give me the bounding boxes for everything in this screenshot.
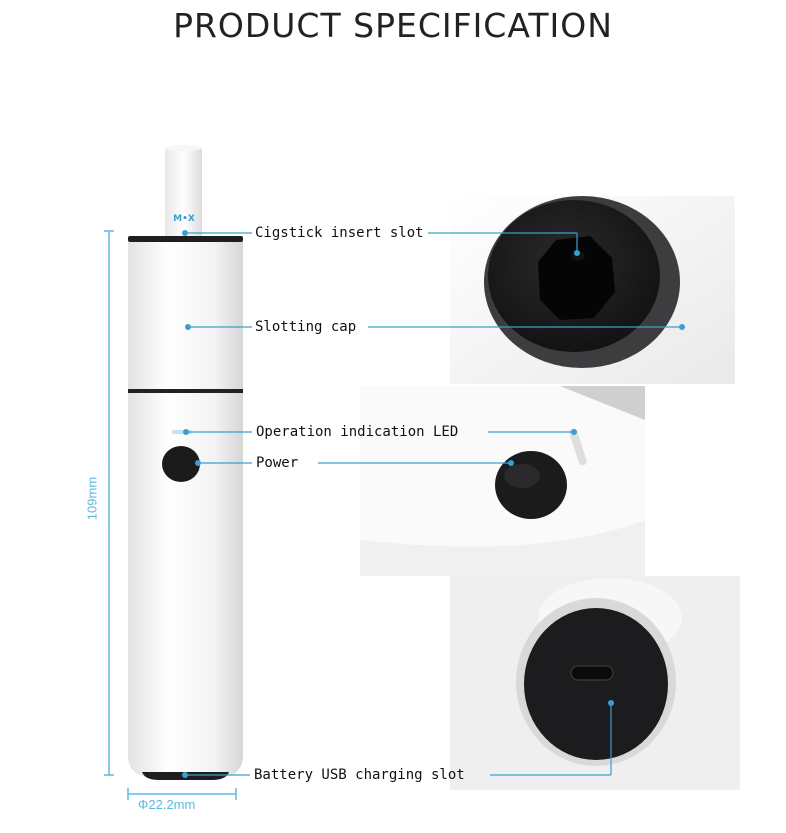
callout-line-insert-slot <box>182 230 580 256</box>
slotting-cap-body <box>128 236 243 390</box>
callout-line-slotting-cap <box>185 324 685 330</box>
page-title: PRODUCT SPECIFICATION <box>173 6 613 45</box>
callout-line-power <box>195 460 514 466</box>
cap-seam <box>128 389 243 393</box>
callout-line-led <box>183 429 577 435</box>
battery-body <box>128 393 243 778</box>
diameter-dimension <box>127 788 237 800</box>
height-dimension <box>104 230 114 776</box>
label-slotting-cap: Slotting cap <box>255 319 357 335</box>
power-detail-panel <box>360 386 645 576</box>
brand-logo: M•X <box>173 214 195 224</box>
label-led: Operation indication LED <box>256 424 459 440</box>
cap-detail-panel <box>450 196 735 384</box>
usb-detail-panel <box>450 576 740 790</box>
diameter-label: Φ22.2mm <box>138 797 196 812</box>
label-insert-slot: Cigstick insert slot <box>255 225 424 241</box>
cigstick <box>165 148 202 236</box>
power-button <box>162 446 200 482</box>
label-usb: Battery USB charging slot <box>254 767 465 783</box>
label-power: Power <box>256 455 299 471</box>
callout-line-usb <box>182 700 614 778</box>
height-label: 109mm <box>84 476 100 521</box>
